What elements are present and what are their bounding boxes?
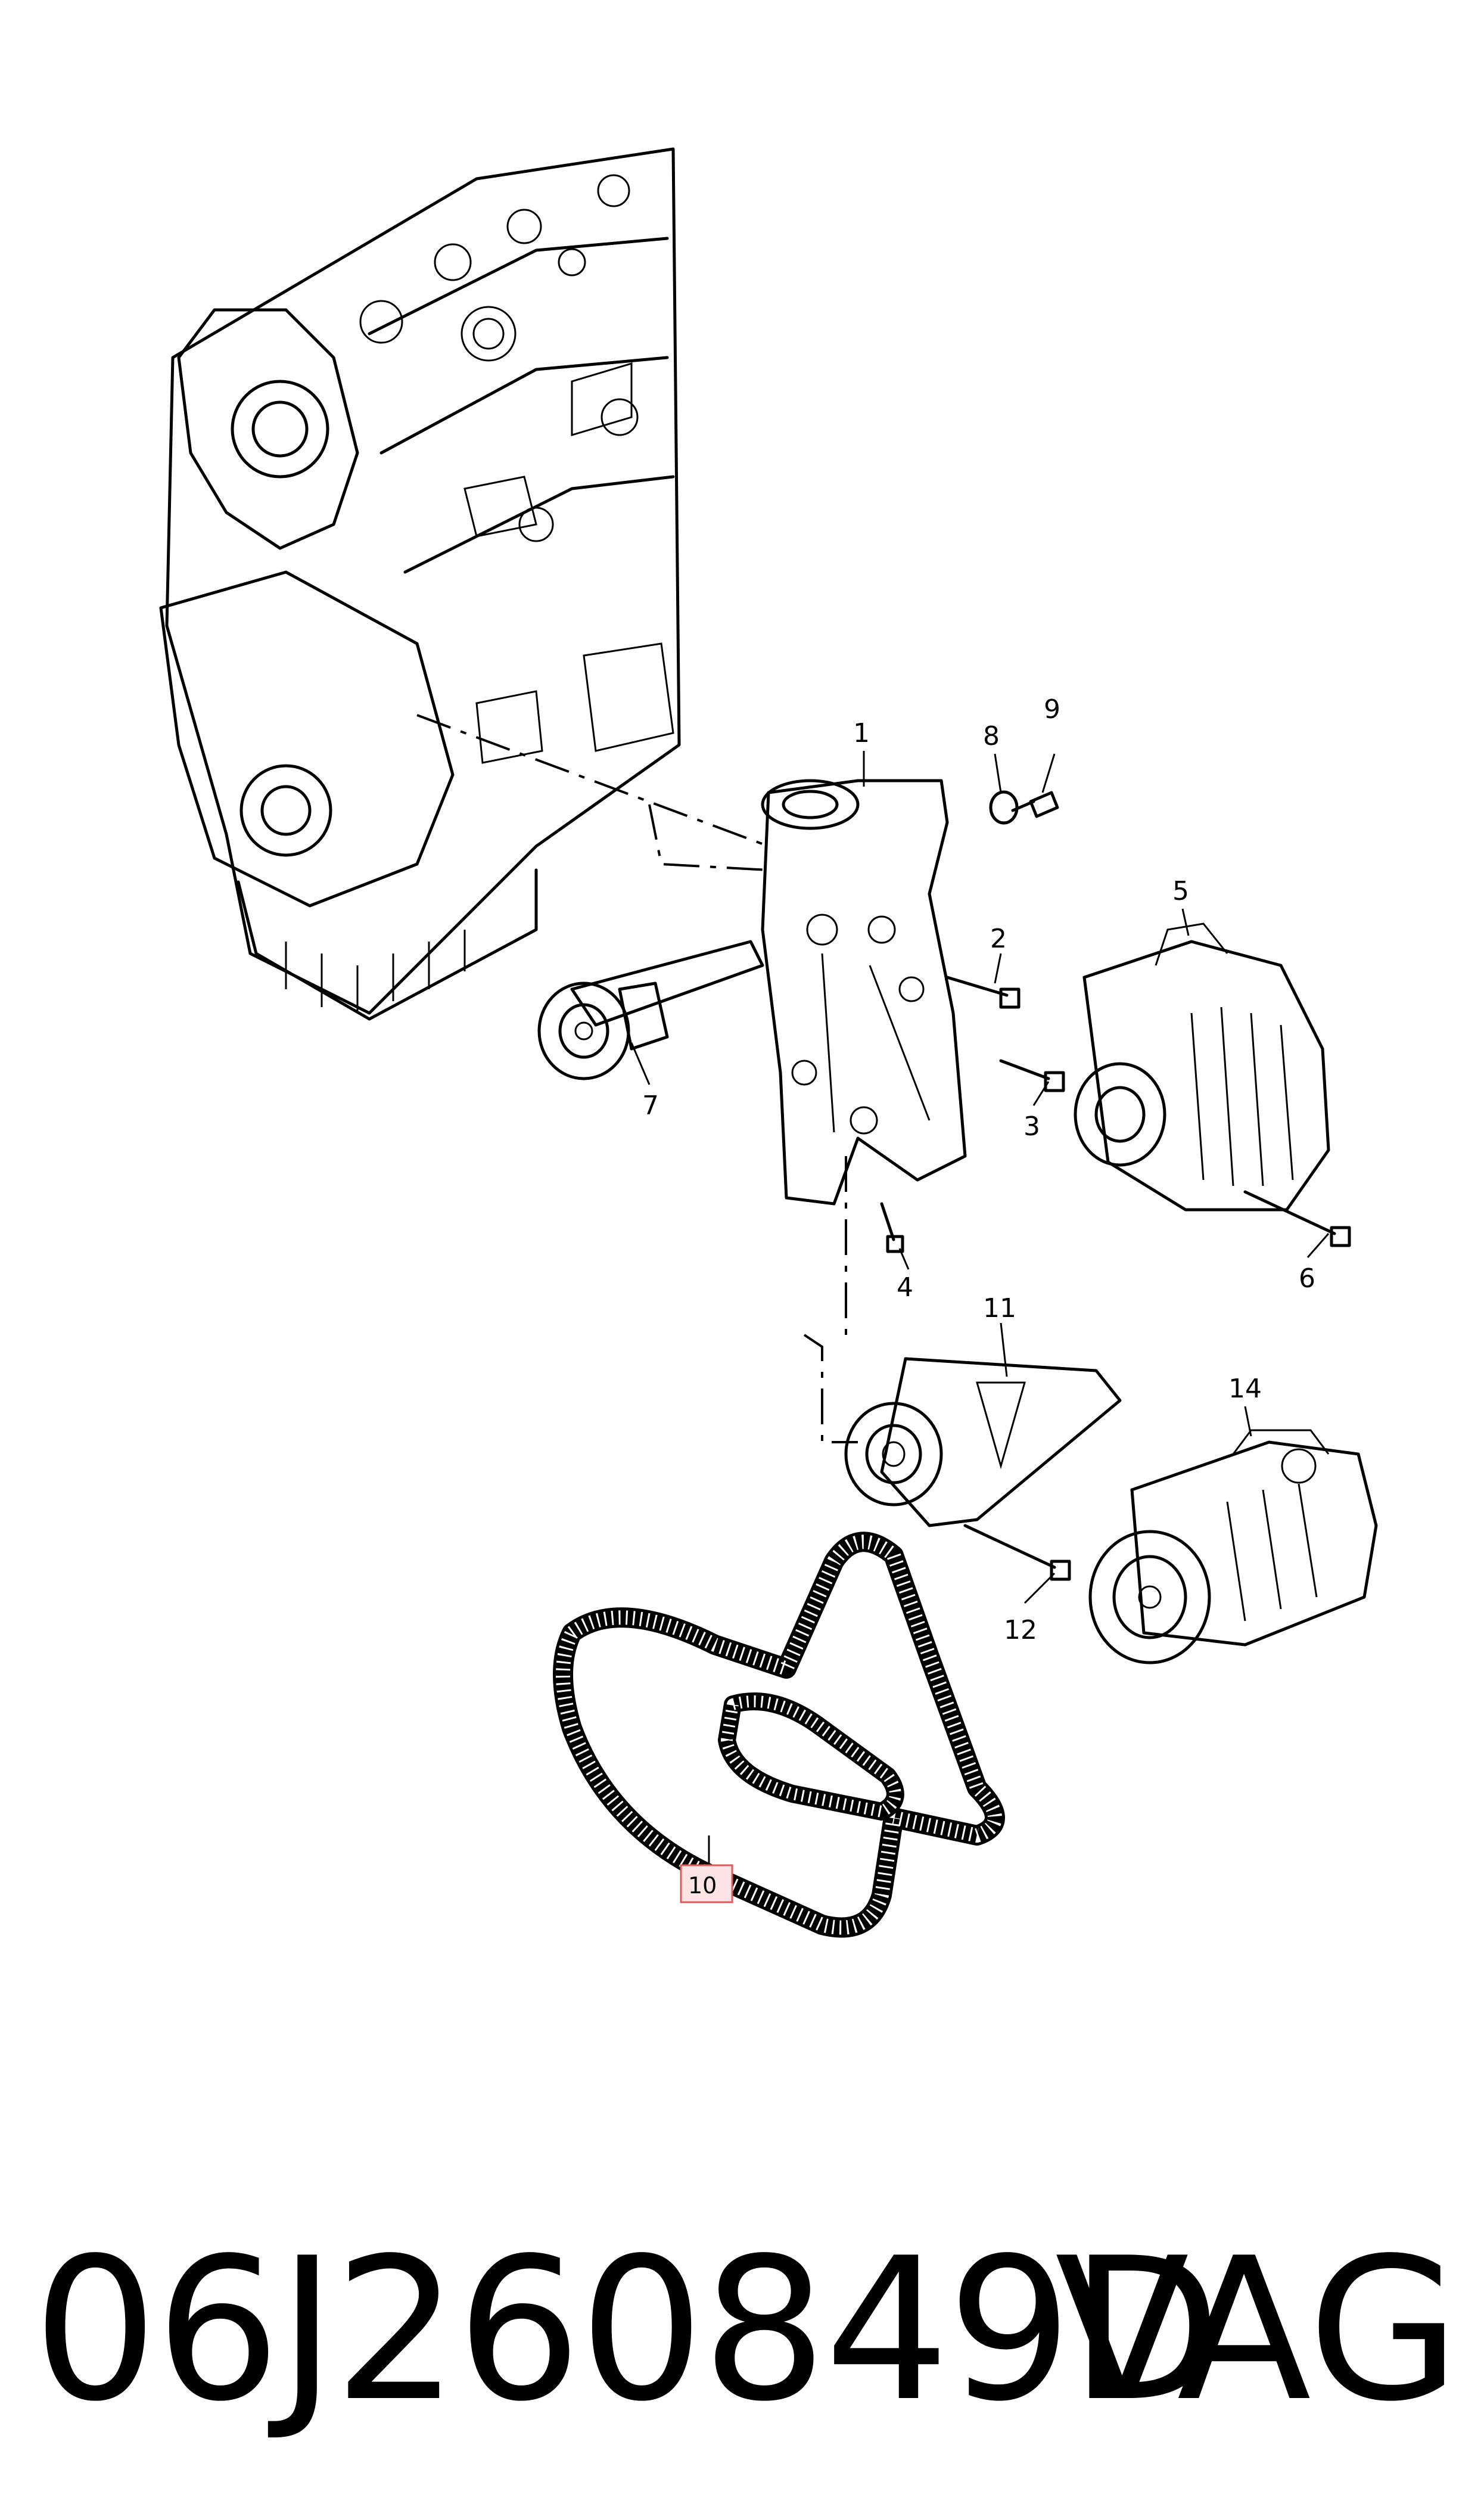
- engine-block: [159, 147, 681, 1021]
- part-10-ribbed-belt: [553, 1532, 1005, 1938]
- part-12-bolt: [963, 1524, 1071, 1581]
- part-5-alternator: [1074, 923, 1330, 1212]
- callout-3: 3: [1023, 1111, 1040, 1142]
- part-9-bolt: [1011, 791, 1059, 818]
- part-6-bolt: [1243, 1190, 1351, 1247]
- leader-lines: [630, 751, 1330, 1865]
- part-7-tensioner: [537, 940, 764, 1080]
- callout-12: 12: [1004, 1615, 1037, 1645]
- callout-7: 7: [642, 1091, 659, 1121]
- callout-2: 2: [990, 924, 1007, 954]
- brand-name: VAG: [1054, 2216, 1460, 2445]
- callout-5: 5: [1172, 876, 1189, 906]
- part-number: 06J260849D: [33, 2216, 1221, 2445]
- exploded-parts-diagram: 1 2 3 4 5 6 7 8 9 10 11 12 14: [159, 147, 1378, 1938]
- callout-10: 10: [688, 1872, 717, 1899]
- callout-4: 4: [897, 1272, 913, 1303]
- callout-6: 6: [1299, 1263, 1315, 1294]
- part-4-bolt: [880, 1202, 904, 1253]
- callout-8: 8: [983, 721, 1000, 751]
- part-8-spacer: [989, 790, 1019, 825]
- part-2-bolt: [945, 976, 1021, 1009]
- callout-1: 1: [853, 718, 870, 748]
- callout-9: 9: [1044, 694, 1060, 725]
- callout-11: 11: [983, 1293, 1016, 1324]
- part-1-bracket: [761, 779, 967, 1206]
- callout-10-highlight-box: [680, 1864, 733, 1903]
- part-11-pulley-bracket: [844, 1357, 1122, 1527]
- part-3-bolt: [999, 1059, 1065, 1092]
- part-14-compressor: [1088, 1429, 1378, 1664]
- callout-14: 14: [1228, 1374, 1262, 1404]
- caption-bar: 06J260849D VAG: [0, 2205, 1484, 2455]
